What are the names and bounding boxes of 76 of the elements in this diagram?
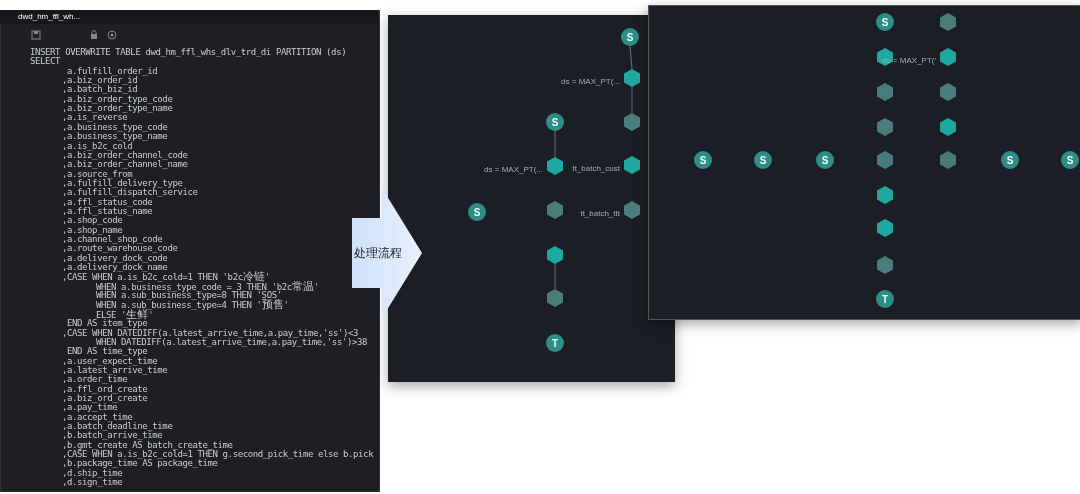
node-caption: ds = MAX_PT(': [882, 56, 936, 65]
node-caption: ds = MAX_PT(...: [484, 165, 543, 174]
code-line: WHEN DATEDIFF(a.latest_arrive_time,a.pay_time,'ss')>38: [96, 337, 367, 347]
code-line: ,a.biz_order_channel_code: [62, 150, 188, 160]
code-line: ,a.fulfill_dispatch_service: [62, 188, 198, 198]
code-line: ,a.biz_order_channel_name: [62, 160, 188, 170]
code-line: ,a.delivery_dock_name: [62, 263, 168, 273]
code-line: ,a.is_reverse: [62, 113, 128, 123]
code-line: ,a.route_warehouse_code: [62, 244, 178, 254]
hexagon-node: [876, 48, 894, 66]
code-line: ,a.ffl_status_name: [62, 206, 153, 216]
code-line: ,a.business_type_code: [62, 122, 168, 132]
code-line: SELECT: [30, 57, 61, 67]
code-line: ,CASE WHEN a.is_b2c_cold=1 THEN g.second_pick_time else b.pick: [62, 450, 374, 460]
hexagon-node: [546, 246, 564, 264]
hexagon-node: [876, 186, 894, 204]
code-line: ,a.biz_order_type_code: [62, 94, 173, 104]
node-caption: ds = MAX_PT(...: [561, 77, 620, 86]
code-line: ,a.ffl_status_code: [62, 197, 153, 207]
hexagon-node: [939, 13, 957, 31]
code-line: END AS time_type: [67, 347, 148, 357]
hexagon-node: [623, 201, 641, 219]
node-caption: tt_batch_ttt: [580, 209, 620, 218]
code-line: ,a.business_type_name: [62, 132, 168, 142]
code-line: ,a.user_expect_time: [62, 356, 158, 366]
connector-line: [629, 45, 633, 70]
hexagon-node: [939, 118, 957, 136]
code-line: ,a.shop_code: [62, 216, 123, 226]
code-line: ,a.pay_time: [62, 403, 118, 413]
code-line: WHEN a.sub_business_type=8 THEN 'SOS': [96, 291, 282, 301]
hexagon-node: [939, 151, 957, 169]
hexagon-node: [546, 157, 564, 175]
code-line: INSERT OVERWRITE TABLE dwd_hm_ffl_whs_dlv_trd_di PARTITION (ds): [30, 48, 347, 57]
hexagon-node: [546, 289, 564, 307]
code-line: ,b.gmt_create AS batch_create_time: [62, 440, 233, 450]
code-line: ,a.biz_ord_create: [62, 393, 148, 403]
code-line: ,CASE WHEN a.is_b2c_cold=1 THEN 'b2c冷链': [62, 272, 270, 283]
hexagon-node: [623, 156, 641, 174]
code-line: ,a.delivery_dock_code: [62, 253, 168, 263]
hexagon-node: [623, 113, 641, 131]
hexagon-node: [876, 256, 894, 274]
connector-line: [631, 86, 633, 114]
code-line: ,a.latest_arrive_time: [62, 365, 168, 375]
code-line: ,CASE WHEN DATEDIFF(a.latest_arrive_time,a.pay_time,'ss')<3: [62, 328, 359, 338]
connector-line: [554, 130, 556, 158]
hexagon-node: [939, 83, 957, 101]
code-line: ,b.package_time AS package_time: [62, 459, 218, 469]
hexagon-node: [876, 219, 894, 237]
code-line: ,a.biz_order_type_name: [62, 104, 173, 114]
code-line: ,a.is_b2c_cold: [62, 141, 133, 151]
code-line: END AS item_type: [67, 319, 148, 329]
code-line: ,a.ffl_ord_create: [62, 384, 148, 394]
code-line: ,a.shop_name: [62, 225, 123, 235]
process-arrow: 处理流程: [352, 188, 422, 318]
hexagon-node: [939, 48, 957, 66]
code-line: WHEN a.sub_business_type=4 THEN '预售': [96, 300, 289, 311]
node-caption: tt_batch_cust: [572, 164, 620, 173]
code-line: ,a.source_from: [62, 169, 133, 179]
hexagon-node: [876, 83, 894, 101]
hexagon-node: [876, 118, 894, 136]
code-line: ,a.order_time: [62, 375, 128, 385]
hexagon-node: [546, 201, 564, 219]
code-line: ,a.batch_biz_id: [62, 85, 138, 95]
tab-title: dwd_hm_ffl_wh...: [18, 12, 81, 21]
code-line: ,a.channel_shop_code: [62, 235, 163, 244]
code-line: ,d.ship_time: [62, 468, 123, 478]
code-line: ,a.accept_time: [62, 412, 133, 422]
hexagon-node: [623, 69, 641, 87]
code-line: a.fulfill_order_id: [67, 66, 158, 76]
code-line: ,a.fulfill_delivery_type: [62, 178, 183, 188]
hexagon-node: [876, 151, 894, 169]
code-line: ,d.sign_time: [62, 478, 123, 488]
code-line: ,a.biz_order_id: [62, 76, 138, 86]
connector-line: [554, 263, 556, 290]
code-line: ,b.batch_arrive_time: [62, 431, 163, 441]
code-line: ,a.batch_deadline_time: [62, 422, 173, 431]
